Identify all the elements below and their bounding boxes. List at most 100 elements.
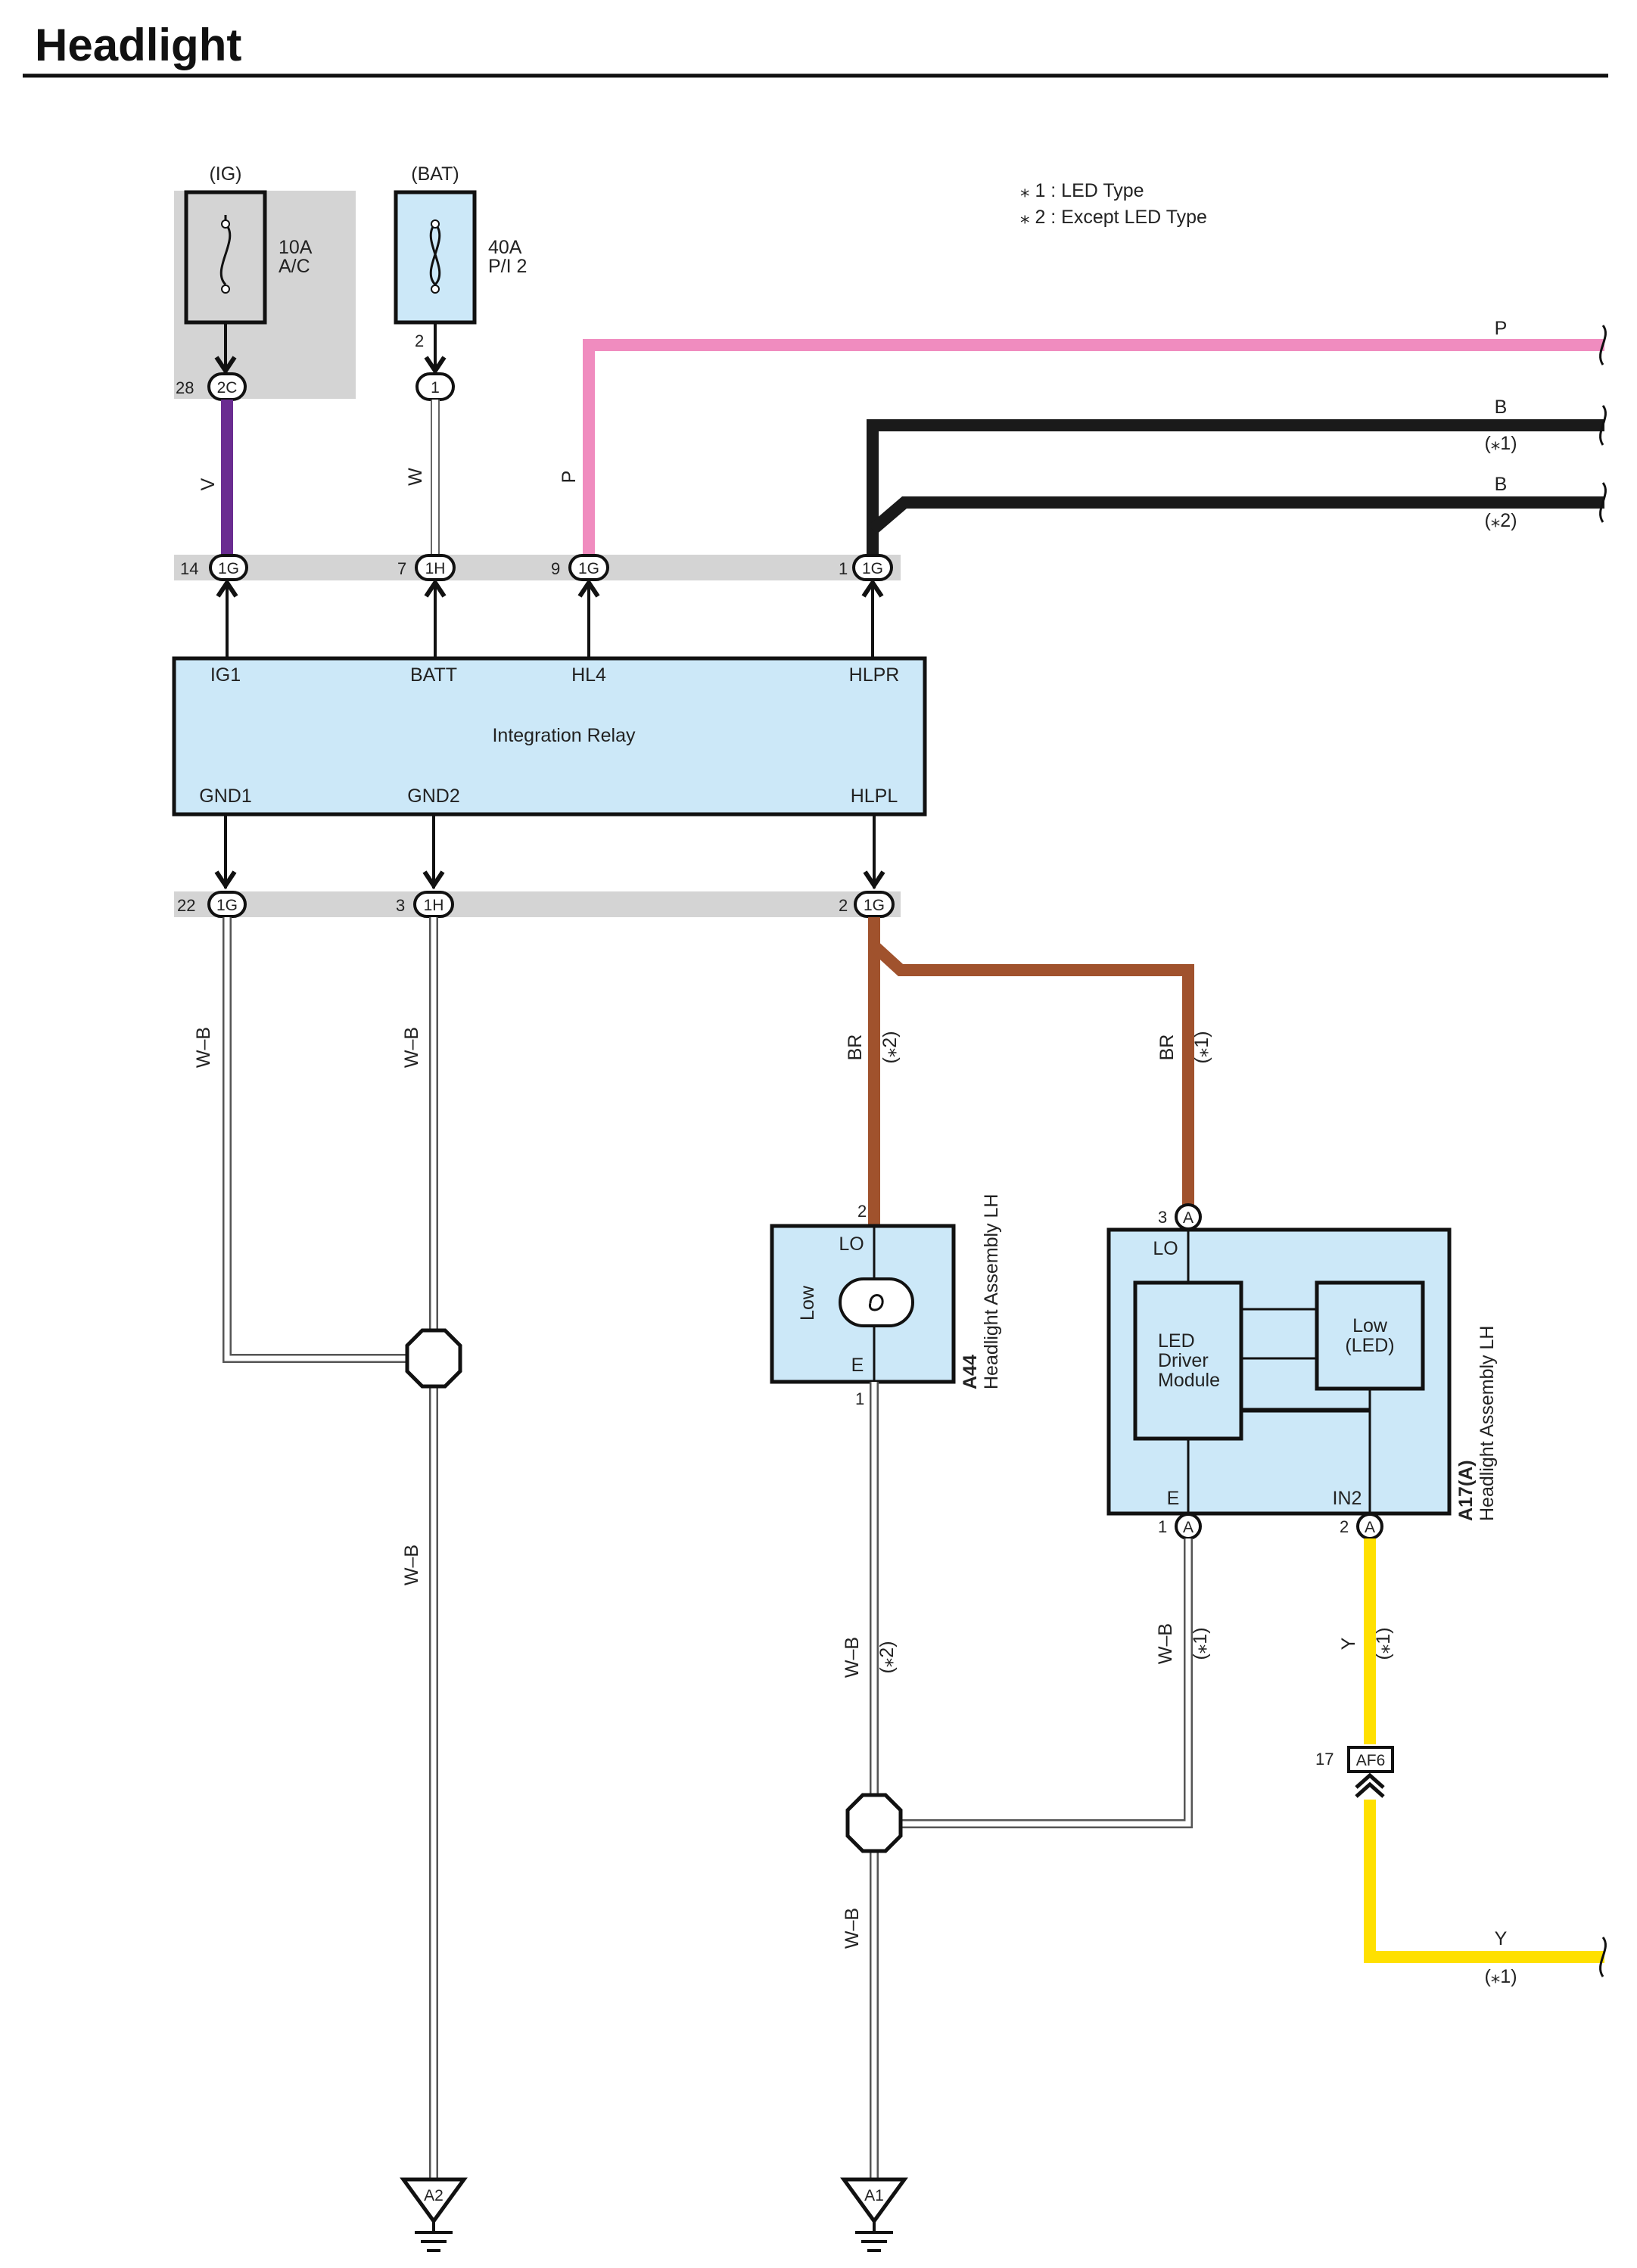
splice-point-left	[405, 1328, 462, 1389]
a17-in2-label: IN2	[1333, 1488, 1362, 1509]
driver-line-2: Driver	[1158, 1350, 1209, 1371]
wire-yellow-lower	[1364, 1800, 1604, 1963]
wire-black-except-led	[868, 496, 1604, 535]
relay-pin-gnd1: GND1	[199, 786, 251, 807]
svg-text:22: 22	[177, 896, 195, 915]
bat-fuse-rating: 40A	[488, 237, 522, 258]
af6-label: AF6	[1356, 1752, 1386, 1769]
a44-e-label: E	[851, 1355, 864, 1376]
wire-continues-icon	[1599, 1937, 1607, 1977]
wire-y-label-2: Y	[1495, 1928, 1508, 1949]
svg-text:2: 2	[839, 896, 848, 915]
wire-wb-label-3: W–B	[401, 1545, 422, 1585]
wire-br-label-1: BR	[845, 1034, 866, 1061]
top-connector-hl4: 9 1G	[551, 554, 609, 581]
a17-e-label: E	[1167, 1488, 1180, 1509]
relay-pin-ig1: IG1	[210, 664, 241, 686]
wire-y-label-1: Y	[1338, 1637, 1359, 1650]
a17-lo-label: LO	[1153, 1238, 1178, 1259]
relay-pin-hlpl: HLPL	[851, 786, 898, 807]
led-driver-module	[1133, 1280, 1243, 1441]
bottom-connector-band	[174, 891, 901, 917]
relay-pin-hl4: HL4	[571, 664, 606, 686]
a17-code: A17(A)	[1455, 1460, 1477, 1521]
wire-w-label: W	[405, 468, 426, 486]
a17-pin-e: 1	[1158, 1517, 1167, 1536]
wire-pink	[583, 339, 1604, 555]
wire-y-note-2: (⁎1)	[1484, 1966, 1517, 1987]
bat-pin: 2	[415, 331, 424, 350]
relay-pin-batt: BATT	[410, 664, 457, 686]
ig-connector: 2C	[217, 379, 238, 397]
wire-wb-note-4: (⁎2)	[876, 1641, 898, 1673]
driver-line-3: Module	[1158, 1370, 1220, 1391]
a44-code: A44	[960, 1355, 981, 1389]
top-connector-ig1: 14 1G	[180, 554, 248, 581]
chevron-up-icon	[1355, 1772, 1385, 1798]
a44-pin-lo: 2	[857, 1202, 867, 1221]
relay-pin-gnd2: GND2	[407, 786, 459, 807]
a17-pin-in2: 2	[1340, 1517, 1349, 1536]
bottom-connector-hlpl: 2 1G	[839, 891, 895, 918]
a44-lamp-label: Low	[797, 1285, 818, 1321]
wire-b1-label: B	[1495, 397, 1508, 418]
a17-conn-lo: A	[1183, 1209, 1194, 1227]
wire-wb-label-5: W–B	[842, 1908, 863, 1949]
top-connector-batt: 7 1H	[397, 554, 456, 581]
top-connector-band	[174, 555, 901, 580]
a17-conn-in2: A	[1365, 1519, 1375, 1536]
led-lamp-line-1: Low	[1352, 1315, 1388, 1336]
a17-name: Headlight Assembly LH	[1477, 1326, 1498, 1521]
wire-v-label: V	[198, 478, 219, 490]
bulb-icon	[839, 1277, 914, 1327]
arrow-down-icon	[214, 356, 237, 375]
note-except-led: ⁎ 2 : Except LED Type	[1020, 207, 1207, 228]
bottom-connector-gnd1: 22 1G	[177, 891, 247, 918]
wire-wb-label-4: W–B	[842, 1637, 863, 1678]
wire-b2-note: (⁎2)	[1484, 510, 1517, 531]
svg-text:1G: 1G	[864, 897, 885, 914]
ig-source-label: (IG)	[209, 163, 241, 185]
ground-a1	[840, 2177, 908, 2252]
wire-b2-label: B	[1495, 474, 1508, 495]
splice-point-right	[845, 1793, 903, 1853]
bottom-connector-gnd2: 3 1H	[396, 891, 454, 918]
svg-text:9: 9	[551, 559, 560, 578]
svg-text:1H: 1H	[424, 897, 444, 914]
arrow-down-icon	[424, 356, 447, 375]
bat-connector: 1	[431, 379, 440, 397]
fuse-bat	[394, 190, 477, 325]
a17-conn-e: A	[1183, 1519, 1194, 1536]
svg-text:1G: 1G	[218, 560, 239, 577]
wire-p-label: P	[1495, 318, 1508, 339]
ig-pin: 28	[176, 378, 194, 397]
wire-black-led	[867, 419, 1604, 555]
wire-wb-label-2: W–B	[401, 1027, 422, 1068]
wire-br-label-2: BR	[1156, 1034, 1178, 1061]
wire-wb-label-1: W–B	[193, 1027, 214, 1068]
a17-connector-lo	[1175, 1203, 1202, 1230]
ground-a1-label: A1	[864, 2187, 884, 2204]
wire-p-label-vertical: P	[559, 471, 580, 484]
relay-top-leads	[216, 578, 884, 658]
svg-text:14: 14	[180, 559, 198, 578]
note-led-type: ⁎ 1 : LED Type	[1020, 180, 1144, 201]
svg-text:7: 7	[397, 559, 406, 578]
wire-br-note-2: (⁎1)	[1191, 1031, 1212, 1063]
a44-pin-e: 1	[855, 1389, 864, 1408]
bat-fuse-name: P/I 2	[488, 256, 527, 277]
svg-text:1G: 1G	[862, 560, 883, 577]
svg-text:1G: 1G	[578, 560, 599, 577]
a17-pin-lo: 3	[1158, 1208, 1167, 1227]
svg-text:3: 3	[396, 896, 405, 915]
wire-br-note-1: (⁎2)	[879, 1031, 901, 1063]
fuse-ig	[184, 190, 267, 325]
wire-wb-note-6: (⁎1)	[1190, 1627, 1211, 1660]
ground-a2-label: A2	[424, 2187, 443, 2204]
wire-wb-label-6: W–B	[1155, 1623, 1176, 1664]
led-lamp-line-2: (LED)	[1345, 1335, 1394, 1356]
bat-source-label: (BAT)	[411, 163, 459, 185]
svg-text:1H: 1H	[425, 560, 446, 577]
a44-lo-label: LO	[839, 1234, 864, 1255]
relay-name: Integration Relay	[492, 725, 636, 746]
